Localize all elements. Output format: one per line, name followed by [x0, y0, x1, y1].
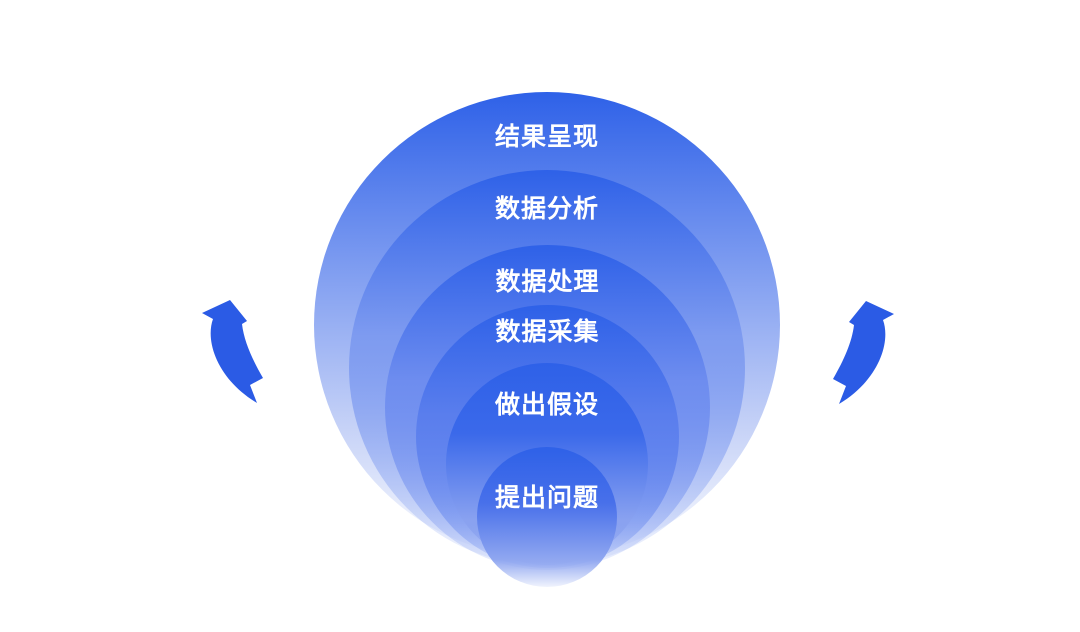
curved-arrow-up-icon — [202, 300, 263, 403]
cycle-arrow-left — [200, 293, 268, 408]
cycle-arrow-right — [828, 294, 896, 409]
step-label-results: 结果呈现 — [494, 123, 600, 151]
step-label-question: 提出问题 — [494, 484, 600, 512]
step-label-analysis: 数据分析 — [494, 195, 600, 223]
step-label-collection: 数据采集 — [495, 318, 600, 346]
step-label-processing: 数据处理 — [495, 268, 600, 296]
step-label-hypothesis: 做出假设 — [494, 391, 600, 419]
ring-step-question: 提出问题 — [477, 447, 617, 587]
curved-arrow-up-icon — [833, 301, 894, 404]
